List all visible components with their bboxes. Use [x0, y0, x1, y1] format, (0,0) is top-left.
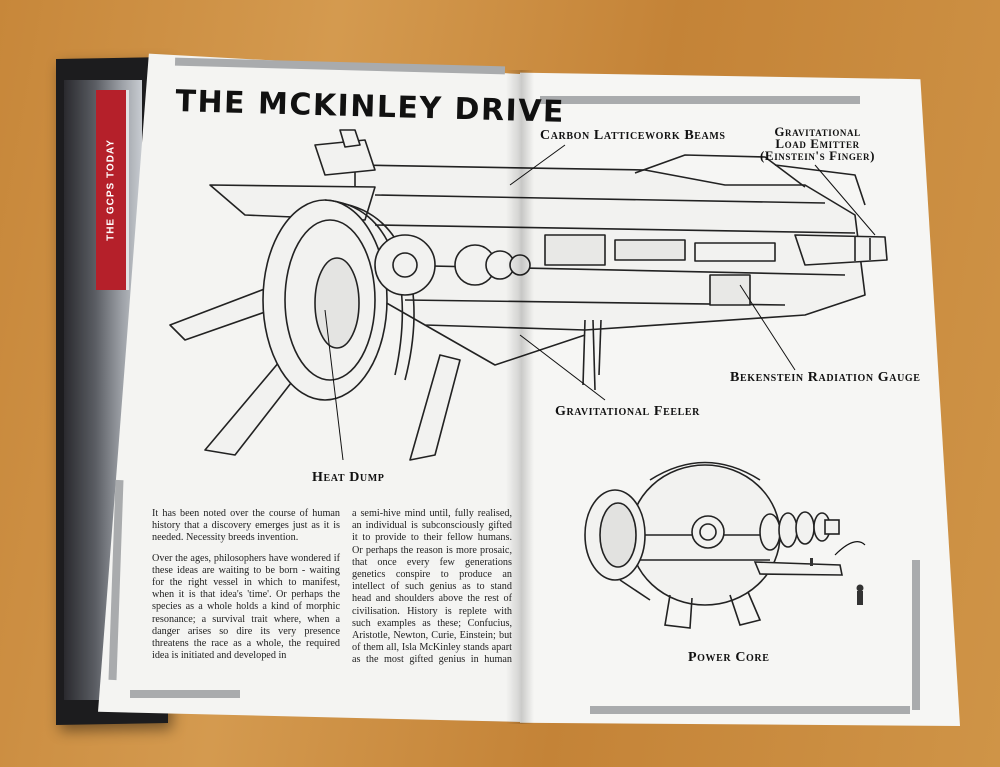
emitter-label-line-1: Gravitational [774, 124, 861, 139]
emitter-label-line-2: Load Emitter [775, 136, 860, 151]
body-paragraph: a semi-hive mind until, fully realised, … [352, 508, 512, 668]
mckinley-drive-illustration [169, 129, 888, 461]
label-gravitational-load-emitter: Gravitational Load Emitter (Einstein's F… [760, 124, 876, 163]
section-tab: THE GCPS TODAY [96, 90, 129, 290]
body-paragraph: It has been noted over the course of hum… [152, 508, 340, 544]
body-text-column-2: a semi-hive mind until, fully realised, … [352, 508, 512, 668]
label-heat-dump: Heat Dump [312, 470, 385, 485]
label-power-core: Power Core [688, 650, 770, 665]
emitter-label-line-3: (Einstein's Finger) [760, 148, 876, 163]
label-carbon-latticework-beams: Carbon Latticework Beams [540, 128, 726, 143]
frame-bar-bottom-right [590, 706, 910, 714]
body-text-column-1: It has been noted over the course of hum… [152, 508, 340, 670]
label-gravitational-feeler: Gravitational Feeler [555, 404, 700, 419]
section-tab-label: THE GCPS TODAY [105, 139, 117, 241]
frame-bar-bottom-left [130, 690, 240, 698]
power-core-illustration [584, 461, 866, 629]
frame-bar-right-edge [912, 560, 920, 710]
frame-bar-top-right [540, 96, 860, 104]
label-bekenstein-radiation-gauge: Bekenstein Radiation Gauge [730, 370, 921, 385]
body-paragraph: Over the ages, philosophers have wondere… [152, 552, 340, 662]
